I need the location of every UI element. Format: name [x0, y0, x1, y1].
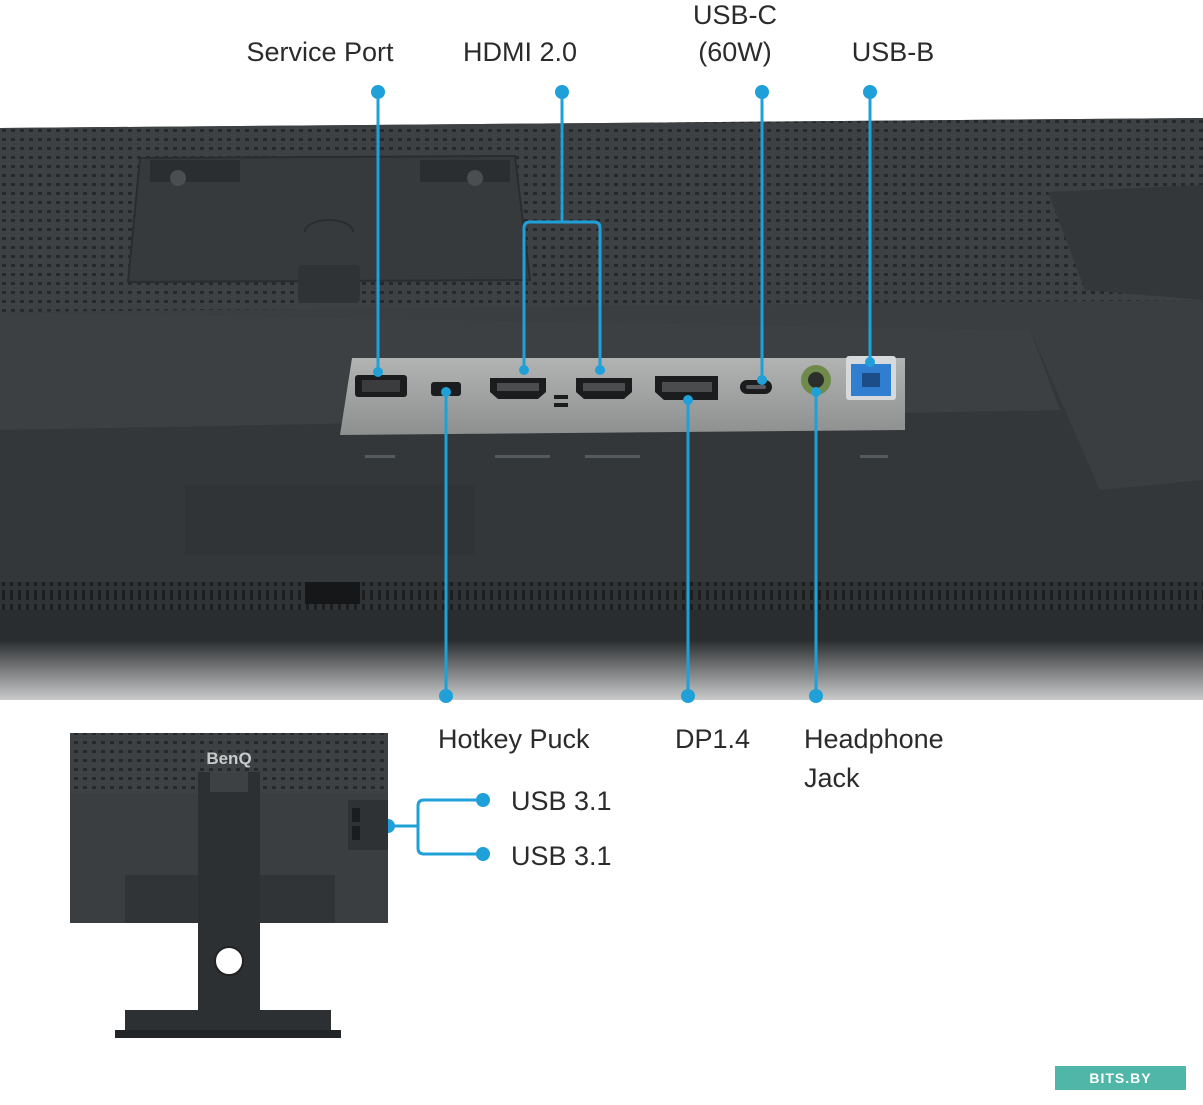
callout-dots	[371, 85, 877, 861]
label-service-port: Service Port	[246, 37, 394, 67]
label-usb-b: USB-B	[851, 37, 935, 67]
monitor-housing	[0, 118, 1203, 720]
label-hotkey-puck: Hotkey Puck	[438, 724, 590, 754]
label-headphone: Headphone	[804, 724, 944, 754]
watermark-logo: BITS.BY	[1055, 1066, 1186, 1090]
label-headphone-jack: Jack	[804, 763, 860, 793]
label-usb-c-power: (60W)	[698, 37, 772, 67]
label-dp: DP1.4	[675, 724, 751, 754]
monitor-thumbnail: BenQ	[70, 733, 388, 1038]
benq-logo: BenQ	[206, 749, 251, 768]
label-usb-c: USB-C	[692, 0, 777, 30]
callout-lines	[376, 92, 872, 856]
label-usb31-bottom: USB 3.1	[511, 841, 612, 871]
label-hdmi: HDMI 2.0	[462, 37, 578, 67]
label-usb31-top: USB 3.1	[511, 786, 612, 816]
